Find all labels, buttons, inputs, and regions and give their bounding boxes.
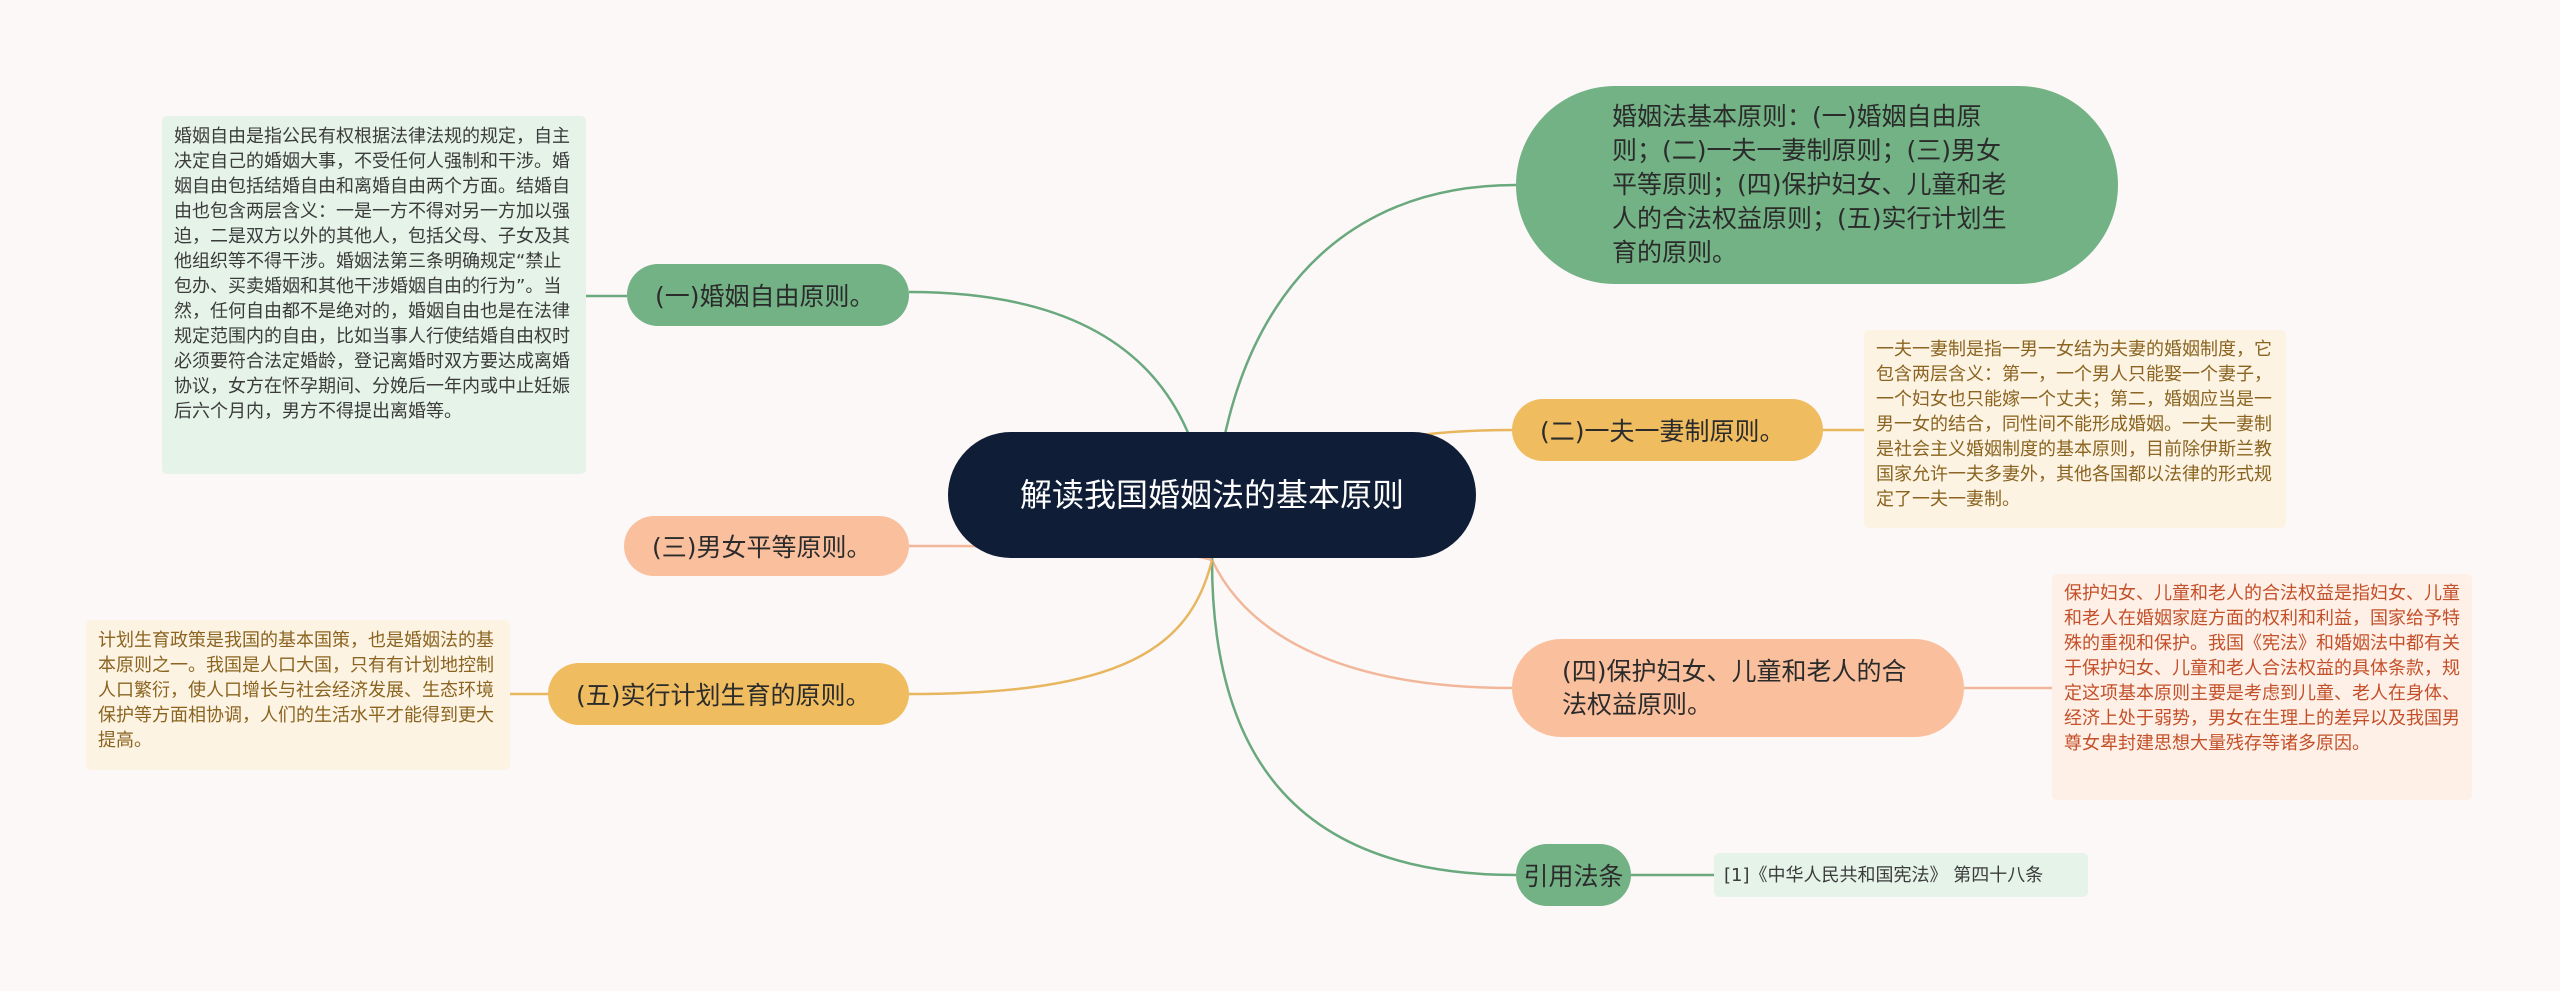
link-root-planning xyxy=(908,559,1214,696)
cited-law-reference-text: [1]《中华人民共和国宪法》 第四十八条 xyxy=(1724,864,2044,886)
family-planning-detail-text: 计划生育政策是我国的基本国策，也是婚姻法的基本原则之一。我国是人口大国，只有有计… xyxy=(98,630,494,751)
link-root-protection xyxy=(1210,559,1513,690)
marriage-freedom-detail: 婚姻自由是指公民有权根据法律法规的规定，自主决定自己的婚姻大事，不受任何人强制和… xyxy=(162,116,586,474)
central-topic-label: 解读我国婚姻法的基本原则 xyxy=(1019,475,1404,514)
protection-rights-detail: 保护妇女、儿童和老人的合法权益是指妇女、儿童和老人在婚姻家庭方面的权利和利益，国… xyxy=(2052,574,2472,800)
branch-gender-equality[interactable]: (三)男女平等原则。 xyxy=(624,516,909,576)
branch-cited-laws[interactable]: 引用法条 xyxy=(1516,844,1631,906)
branch-family-planning[interactable]: (五)实行计划生育的原则。 xyxy=(548,663,909,725)
cited-law-reference: [1]《中华人民共和国宪法》 第四十八条 xyxy=(1714,853,2088,897)
branch-marriage-freedom-label: (一)婚姻自由原则。 xyxy=(655,282,875,311)
central-topic[interactable]: 解读我国婚姻法的基本原则 xyxy=(948,432,1476,558)
summary-node[interactable]: 婚姻法基本原则：(一)婚姻自由原则；(二)一夫一妻制原则；(三)男女平等原则；(… xyxy=(1516,86,2118,284)
summary-text: 婚姻法基本原则：(一)婚姻自由原则；(二)一夫一妻制原则；(三)男女平等原则；(… xyxy=(1612,102,2007,267)
monogamy-detail-text: 一夫一妻制是指一男一女结为夫妻的婚姻制度，它包含两层含义：第一，一个男人只能娶一… xyxy=(1876,339,2272,510)
link-root-citation xyxy=(1210,559,1517,877)
branch-family-planning-label: (五)实行计划生育的原则。 xyxy=(576,681,871,710)
branch-monogamy-label: (二)一夫一妻制原则。 xyxy=(1540,417,1785,446)
marriage-freedom-detail-text: 婚姻自由是指公民有权根据法律法规的规定，自主决定自己的婚姻大事，不受任何人强制和… xyxy=(174,126,570,422)
branch-protection-rights-label: (四)保护妇女、儿童和老人的合法权益原则。 xyxy=(1562,657,1907,719)
monogamy-detail: 一夫一妻制是指一男一女结为夫妻的婚姻制度，它包含两层含义：第一，一个男人只能娶一… xyxy=(1864,330,2286,528)
protection-rights-detail-text: 保护妇女、儿童和老人的合法权益是指妇女、儿童和老人在婚姻家庭方面的权利和利益，国… xyxy=(2064,583,2460,754)
family-planning-detail: 计划生育政策是我国的基本国策，也是婚姻法的基本原则之一。我国是人口大国，只有有计… xyxy=(86,620,510,770)
branch-gender-equality-label: (三)男女平等原则。 xyxy=(652,533,872,562)
branch-monogamy[interactable]: (二)一夫一妻制原则。 xyxy=(1512,399,1823,461)
branch-marriage-freedom[interactable]: (一)婚姻自由原则。 xyxy=(627,264,909,326)
branch-cited-laws-label: 引用法条 xyxy=(1523,862,1624,891)
branch-protection-rights[interactable]: (四)保护妇女、儿童和老人的合法权益原则。 xyxy=(1512,639,1964,737)
